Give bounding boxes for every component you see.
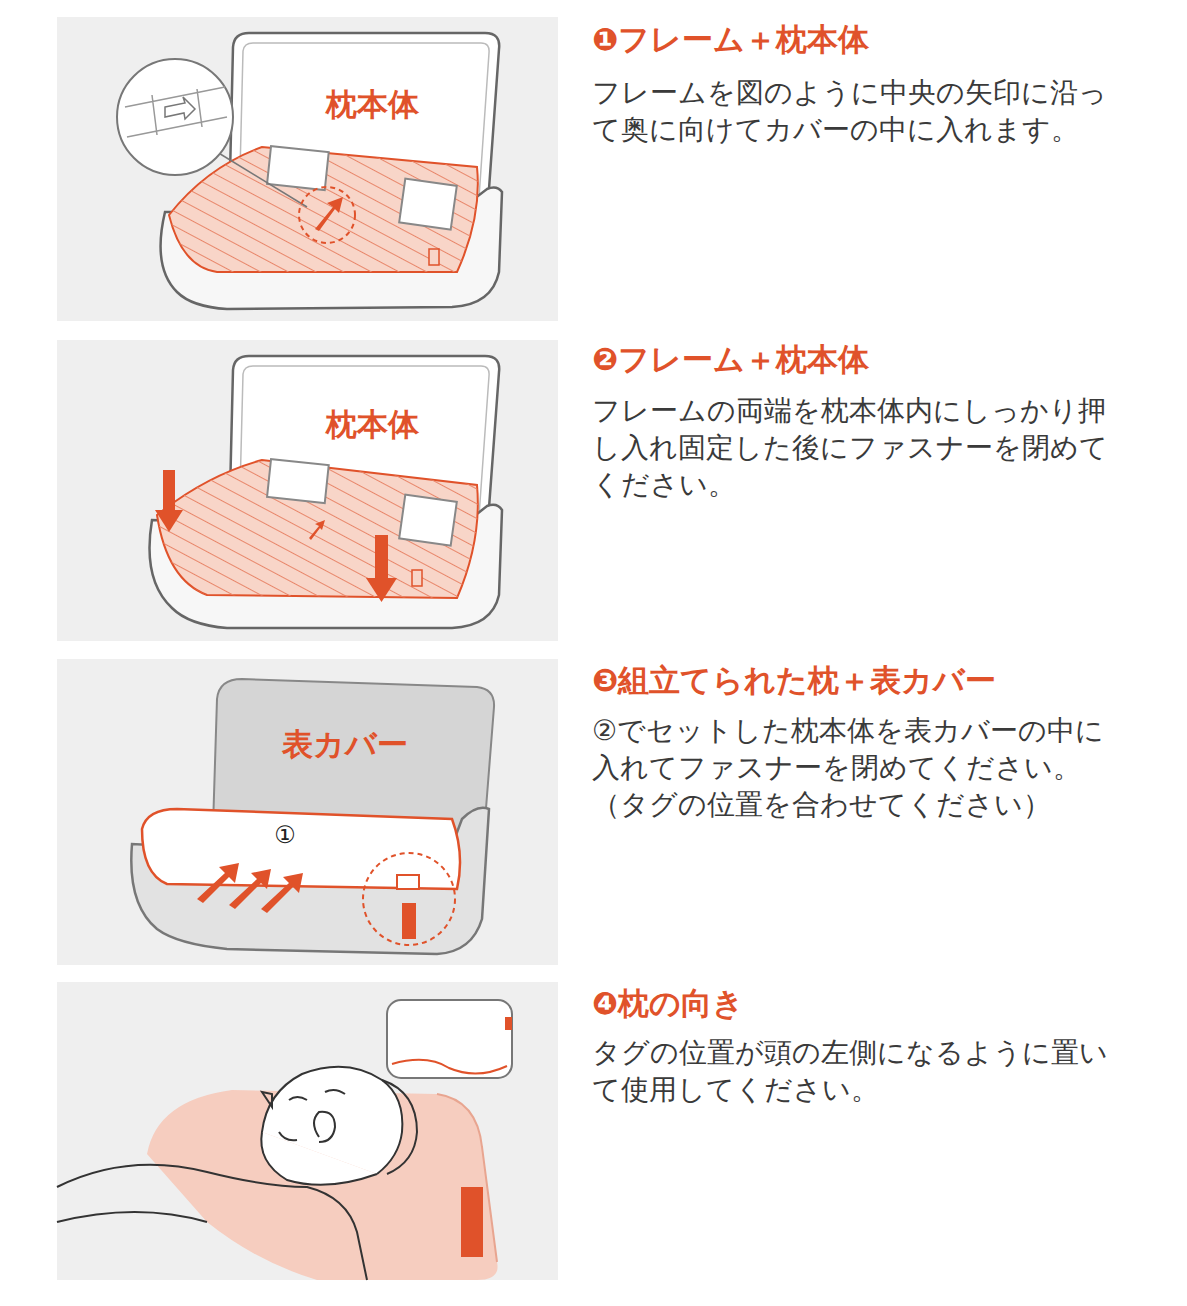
step-heading: ❷フレーム＋枕本体 bbox=[592, 340, 1152, 379]
callout-number: ① bbox=[274, 822, 296, 848]
step-text: タグの位置が頭の左側になるように置いて使用してください。 bbox=[592, 1034, 1127, 1108]
part-label: 枕本体 bbox=[326, 86, 419, 123]
step-text: フレームの両端を枕本体内にしっかり押し入れ固定した後にファスナーを閉めてください… bbox=[592, 392, 1127, 503]
illustration-panel: 表カバー ① bbox=[57, 659, 558, 965]
step-heading: ❶フレーム＋枕本体 bbox=[592, 20, 1152, 59]
part-label: 表カバー bbox=[282, 726, 408, 763]
step-heading: ❹枕の向き bbox=[592, 984, 1152, 1023]
illustration-panel: 枕本体 bbox=[57, 17, 558, 321]
step-text: ②でセットした枕本体を表カバーの中に入れてファスナーを閉めてください。（タグの位… bbox=[592, 712, 1127, 823]
illustration-panel: 枕本体 bbox=[57, 340, 558, 641]
step-text: フレームを図のように中央の矢印に沿って奥に向けてカバーの中に入れます。 bbox=[592, 74, 1127, 148]
part-label: 枕本体 bbox=[326, 406, 419, 443]
step-heading: ❸組立てられた枕＋表カバー bbox=[592, 661, 1152, 700]
